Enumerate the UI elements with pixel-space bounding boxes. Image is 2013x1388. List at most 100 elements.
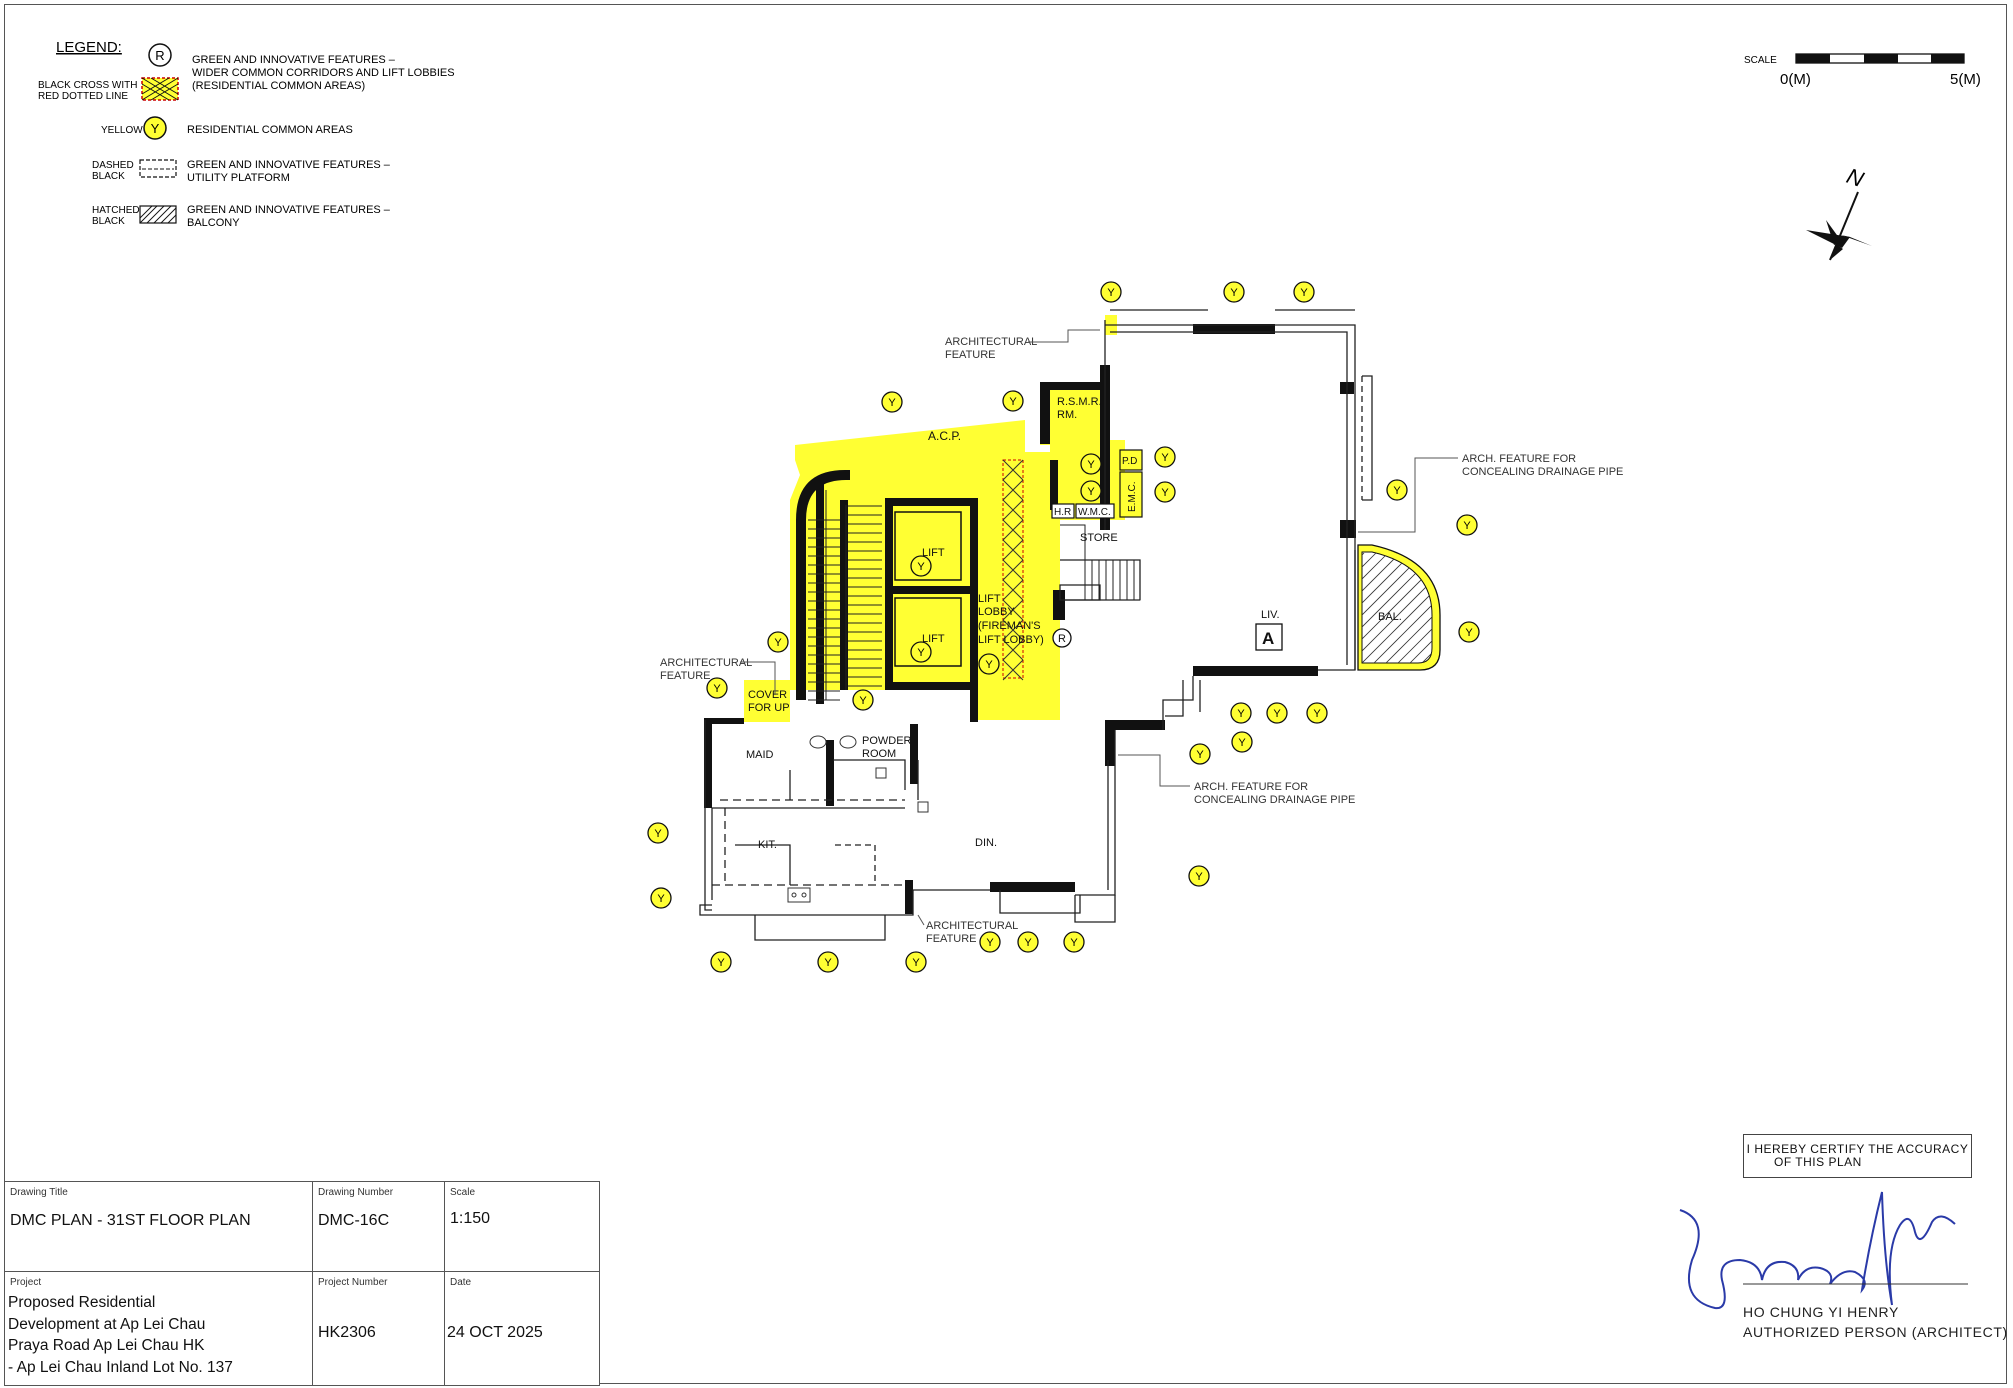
title-block: Drawing Title DMC PLAN - 31ST FLOOR PLAN…: [4, 1181, 600, 1386]
legend-item3-text-l1: GREEN AND INNOVATIVE FEATURES –: [187, 159, 391, 171]
rsmr-l2: RM.: [1057, 409, 1077, 421]
y-marker-text: Y: [1196, 749, 1204, 761]
tb-scale: 1:150: [450, 1210, 491, 1227]
tb-project-number: HK2306: [318, 1324, 376, 1341]
legend-item4-text-l1: GREEN AND INNOVATIVE FEATURES –: [187, 204, 391, 216]
floor-plan: A.C.P. R.S.M.R.RM. P.D E.M.C. H.R W.M.C.…: [647, 281, 1623, 973]
y-marker: [881, 391, 903, 413]
arch-bottom-l1: ARCHITECTURAL: [926, 920, 1018, 932]
legend-item3-side-l1: DASHED: [92, 160, 134, 171]
y-marker: [910, 641, 932, 663]
y-marker: [1189, 743, 1211, 765]
y-marker-text: Y: [912, 957, 920, 969]
drain-mid-leader: [1118, 754, 1190, 787]
arch-left-l2: FEATURE: [660, 670, 711, 682]
y-marker-text: Y: [1087, 459, 1095, 471]
kit-label: KIT.: [758, 839, 777, 851]
scale-start: 0(M): [1780, 71, 1811, 88]
y-marker-text: Y: [1107, 287, 1115, 299]
y-marker: [817, 951, 839, 973]
tb-drawing-title: DMC PLAN - 31ST FLOOR PLAN: [10, 1212, 251, 1229]
y-marker: [910, 555, 932, 577]
tb-project-l2: Development at Ap Lei Chau: [8, 1315, 206, 1333]
rsmr-label: R.S.M.R.RM.: [1057, 396, 1102, 421]
rsmr-l1: R.S.M.R.: [1057, 396, 1102, 408]
y-marker-text: Y: [1237, 708, 1245, 720]
unit-box: [1255, 623, 1283, 651]
legend-item1-side: BLACK CROSS WITH RED DOTTED LINE: [38, 80, 140, 102]
legend-item4-side: HATCHED BLACK: [92, 205, 142, 227]
powder-l2: ROOM: [862, 748, 896, 760]
y-marker: [1223, 281, 1245, 303]
legend-title: LEGEND:: [56, 39, 122, 56]
legend-item3-side-l2: BLACK: [92, 171, 125, 182]
y-marker-text: Y: [1300, 287, 1308, 299]
y-marker: [1456, 514, 1478, 536]
y-marker-text: Y: [1273, 708, 1281, 720]
tb-drawing-number: DMC-16C: [318, 1212, 390, 1229]
powder-label: POWDER ROOM: [862, 735, 915, 760]
y-marker: [1386, 479, 1408, 501]
acp-label: A.C.P.: [928, 429, 961, 443]
lobby-l4: LIFT LOBBY): [978, 634, 1044, 646]
y-marker-text: Y: [1087, 486, 1095, 498]
y-marker-text: Y: [1195, 871, 1203, 883]
lobby-l1: LIFT: [978, 593, 1001, 605]
legend-item3-text-l2: UTILITY PLATFORM: [187, 172, 290, 184]
legend-item2-side: YELLOW: [101, 125, 143, 136]
legend-y-marker-text: Y: [151, 121, 160, 136]
cover-l1: COVER: [748, 689, 787, 701]
legend-hatch-lines: [139, 205, 177, 224]
scale-label: SCALE: [1744, 55, 1777, 66]
pd-box: [1119, 449, 1143, 471]
legend: LEGEND: R BLACK CROSS WITH RED DOTTED LI…: [38, 39, 458, 229]
y-marker: [1017, 931, 1039, 953]
y-marker: [1230, 702, 1252, 724]
legend-r-marker-text: R: [155, 48, 164, 63]
tb-project-l3: Praya Road Ap Lei Chau HK: [8, 1337, 205, 1354]
y-marker-text: Y: [713, 683, 721, 695]
y-marker-text: Y: [657, 893, 665, 905]
tb-drawing-number-cell: Drawing Number DMC-16C: [313, 1182, 445, 1272]
drain-right-leader: [1358, 457, 1458, 533]
y-marker-text: Y: [1161, 452, 1169, 464]
scale-end: 5(M): [1950, 71, 1981, 88]
outlines: [699, 309, 1373, 941]
hr-label: H.R: [1054, 507, 1071, 518]
architect-role: AUTHORIZED PERSON (ARCHITECT): [1743, 1324, 2008, 1340]
y-marker-text: Y: [1313, 708, 1321, 720]
y-marker: [1080, 480, 1102, 502]
legend-item1-text: GREEN AND INNOVATIVE FEATURES – WIDER CO…: [192, 54, 458, 92]
arch-bottom-l2: FEATURE: [926, 933, 977, 945]
certification-box: I HEREBY CERTIFY THE ACCURACY OF THIS PL…: [1743, 1134, 1972, 1178]
emc-label: E.M.C.: [1127, 481, 1138, 512]
y-marker-text: Y: [824, 957, 832, 969]
arch-top-leader: [1028, 329, 1100, 343]
y-marker-text: Y: [859, 695, 867, 707]
y-marker: [647, 822, 669, 844]
tb-scale-cell: Scale 1:150: [445, 1182, 600, 1272]
scale-bar: [1795, 53, 1965, 64]
y-marker: [1100, 281, 1122, 303]
tb-project-label: Project: [10, 1277, 42, 1288]
y-marker: [1458, 621, 1480, 643]
store-stair: [1060, 524, 1141, 601]
y-marker-text: Y: [1238, 737, 1246, 749]
lobby-l3: (FIREMAN'S: [978, 620, 1041, 632]
tb-project-number-cell: Project Number HK2306: [313, 1272, 445, 1385]
y-marker: [710, 951, 732, 973]
y-marker: [767, 631, 789, 653]
y-marker-text: Y: [1161, 487, 1169, 499]
lift1-label: LIFT: [922, 547, 945, 559]
y-marker-text: Y: [1463, 520, 1471, 532]
legend-item4-side-l2: BLACK: [92, 216, 125, 227]
y-marker: [706, 677, 728, 699]
y-marker: [1002, 390, 1024, 412]
cover-label: COVER FOR UP: [748, 689, 790, 714]
legend-item1-text-l2: WIDER COMMON CORRIDORS AND LIFT LOBBIES: [192, 67, 455, 79]
drain-right-l1: ARCH. FEATURE FOR: [1462, 453, 1576, 465]
y-marker: [1154, 481, 1176, 503]
